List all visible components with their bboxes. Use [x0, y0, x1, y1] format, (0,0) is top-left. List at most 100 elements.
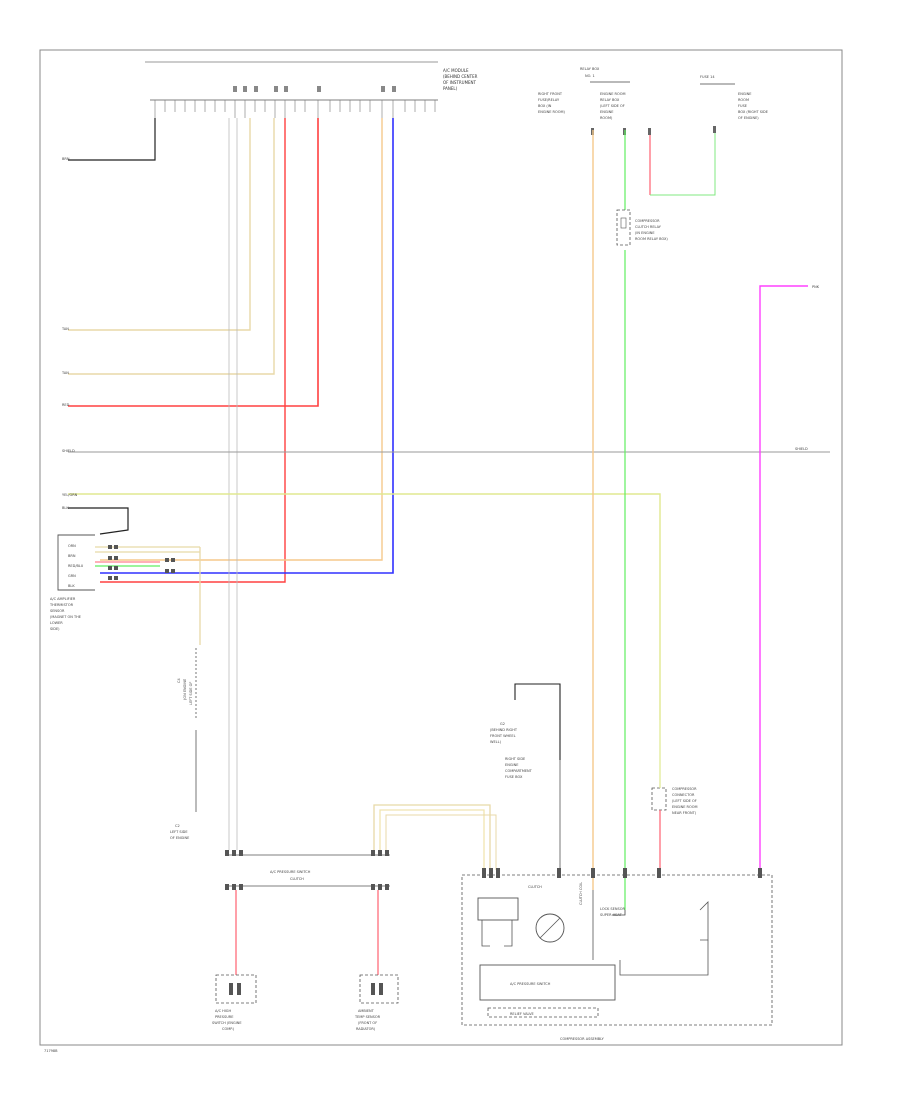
sensor-left-3: COMP.): [222, 1027, 235, 1031]
sensor-right-0: AMBIENT: [358, 1009, 375, 1013]
tfr-line-3: BOX (RIGHT SIDE: [738, 110, 768, 114]
ground-left-b2: OF ENGINE: [170, 836, 189, 840]
trj-line-1: RELAY BOX: [600, 98, 620, 102]
wire-label-tan-1: TAN: [61, 327, 69, 331]
wire-green-main: [612, 130, 626, 916]
cutoff-4: NEAR FRONT): [672, 811, 697, 815]
trj-left-0: RIGHT FRONT: [538, 92, 563, 96]
sensor-left-2: SWITCH (ENGINE: [212, 1021, 242, 1025]
bottom-conn-label: A/C PRESSURE SWITCH: [270, 870, 311, 874]
cutoff-0: COMPRESSOR: [672, 787, 697, 791]
left-pin-3: GRN: [68, 574, 76, 578]
wire-red-green-link: [649, 133, 716, 196]
left-pin-0: ORN: [68, 544, 76, 548]
relay-caption-1: CLUTCH RELAY: [635, 225, 662, 229]
left-conn-caption-3: (MAGNET ON THE: [50, 615, 81, 619]
left-conn-caption-4: LOWER: [50, 621, 63, 625]
sensor-left-0: A/C HIGH: [215, 1009, 232, 1013]
ground-left-b0: C2: [175, 824, 180, 828]
cutoff-connector: COMPRESSOR CONNECTOR (LEFT SIDE OF ENGIN…: [651, 720, 697, 870]
wire-red-to-sensors: [235, 890, 379, 975]
wire-pnk: PNK: [759, 285, 820, 870]
fuse-mid-1: ENGINE: [505, 763, 518, 767]
cutoff-1: CONNECTOR: [672, 793, 695, 797]
compressor-clutch-relay: COMPRESSOR CLUTCH RELAY (IN ENGINE ROOM …: [616, 209, 668, 246]
fuse-mid-2: COMPARTMENT: [505, 769, 533, 773]
trj-left-1: FUSE/RELAY: [538, 98, 560, 102]
relay-caption-3: ROOM RELAY BOX): [635, 237, 668, 241]
left-conn-caption-1: THERMISTOR: [49, 603, 74, 607]
trj-sub: NO. 1: [585, 74, 595, 78]
sensor-right-2: (FRONT OF: [358, 1021, 377, 1025]
wire-tan-loop: [373, 804, 497, 870]
wire-label-blk: BLK: [62, 506, 69, 510]
sensor-left: A/C HIGH PRESSURE SWITCH (ENGINE COMP.): [212, 974, 257, 1031]
shield-label-left: SHIELD: [62, 449, 75, 453]
compressor-clutch-icon: [535, 913, 565, 943]
tfr-line-4: OF ENGINE): [738, 116, 759, 120]
top-module-label-4: PANEL): [443, 86, 458, 91]
ground-mid-2: FRONT WHEEL: [490, 734, 516, 738]
top-far-right-fuse: FUSE 14 ENGINE ROOM FUSE BOX (RIGHT SIDE…: [700, 75, 768, 133]
bottom-connector-block: A/C PRESSURE SWITCH CLUTCH: [225, 850, 390, 890]
comp-inner-label: CLUTCH: [528, 885, 542, 889]
ground-left-1: (ON ENGINE: [183, 679, 187, 700]
wire-label-brn: BRN: [62, 157, 70, 161]
ground-left-0: C4: [177, 678, 181, 683]
wire-label-pnk: PNK: [812, 285, 820, 289]
sensor-right-1: TEMP SENSOR: [354, 1015, 381, 1019]
sensor-left-1: PRESSURE: [215, 1015, 233, 1019]
wire-tan-2: TAN: [61, 118, 275, 375]
top-module-label-2: (BEHIND CENTER: [443, 74, 478, 79]
ground-left-b1: LEFT SIDE: [170, 830, 188, 834]
tfr-line-1: ROOM: [738, 98, 749, 102]
ground-left-2: LEFT SIDE OF: [189, 682, 193, 705]
trj-line-0: ENGINE ROOM: [600, 92, 625, 96]
top-module-label-3: OF INSTRUMENT: [443, 80, 477, 85]
left-conn-caption-0: A/C AMPLIFIER: [50, 597, 76, 601]
trj-line-2: (LEFT SIDE OF: [600, 104, 625, 108]
wire-red: RED: [62, 118, 319, 407]
wire-label-red: RED: [62, 403, 70, 407]
comp-lock-label: LOCK SENSOR: [600, 907, 625, 911]
cutoff-2: (LEFT SIDE OF: [672, 799, 697, 803]
trj-header: RELAY BOX: [580, 67, 600, 71]
bottom-conn-sub: CLUTCH: [290, 877, 304, 881]
left-conn-caption-2: SENSOR: [50, 609, 65, 613]
left-pin-4: BLK: [68, 584, 75, 588]
trj-left-3: ENGINE ROOM): [538, 110, 565, 114]
diagram-frame: [39, 49, 843, 1046]
left-pin-1: BRN: [68, 554, 76, 558]
relay-caption-0: COMPRESSOR: [635, 219, 660, 223]
fuse-mid: RIGHT SIDE ENGINE COMPARTMENT FUSE BOX: [505, 757, 561, 872]
trj-line-3: ENGINE: [600, 110, 613, 114]
ground-mid-0: G2: [500, 722, 505, 726]
sensor-right-3: RADIATOR): [356, 1027, 376, 1031]
wire-blue-drop: [100, 118, 394, 574]
wire-tan-to-ground: C4 (ON ENGINE LEFT SIDE OF C2 LEFT SIDE …: [170, 547, 201, 840]
compressor-assembly: CLUTCH CLUTCH COIL LOCK SENSOR SUPER HEA…: [461, 868, 773, 1041]
wire-blk: BLK: [62, 506, 129, 535]
tfr-header: FUSE 14: [700, 75, 715, 79]
ground-mid: G2 (BEHIND RIGHT FRONT WHEEL WELL): [490, 683, 561, 760]
comp-coil-label: CLUTCH COIL: [579, 882, 583, 905]
wire-yel-grn: YEL/GRN: [62, 493, 661, 720]
shield-label-right: SHIELD: [795, 447, 808, 451]
wire-brn: BRN: [62, 118, 156, 161]
connector-pin-glyphs: [233, 86, 396, 92]
wire-label-yel-grn: YEL/GRN: [62, 493, 78, 497]
compressor-caption: COMPRESSOR ASSEMBLY: [560, 1037, 605, 1041]
left-conn-caption-5: SIDE): [50, 627, 60, 631]
tfr-line-0: ENGINE: [738, 92, 751, 96]
left-connector: ORN BRN RED/BLU GRN BLK A/C AMPLIFIER TH…: [49, 534, 200, 631]
top-module-connector: A/C MODULE (BEHIND CENTER OF INSTRUMENT …: [145, 61, 478, 118]
connector-pin-ticks: [154, 100, 436, 118]
top-module-label-1: A/C MODULE: [443, 68, 469, 73]
fuse-mid-3: FUSE BOX: [505, 775, 523, 779]
tfr-line-2: FUSE: [738, 104, 747, 108]
cutoff-3: ENGINE ROOM: [672, 805, 697, 809]
ground-mid-1: (BEHIND RIGHT: [490, 728, 518, 732]
fuse-mid-0: RIGHT SIDE: [505, 757, 525, 761]
sensor-right: AMBIENT TEMP SENSOR (FRONT OF RADIATOR): [354, 974, 399, 1031]
